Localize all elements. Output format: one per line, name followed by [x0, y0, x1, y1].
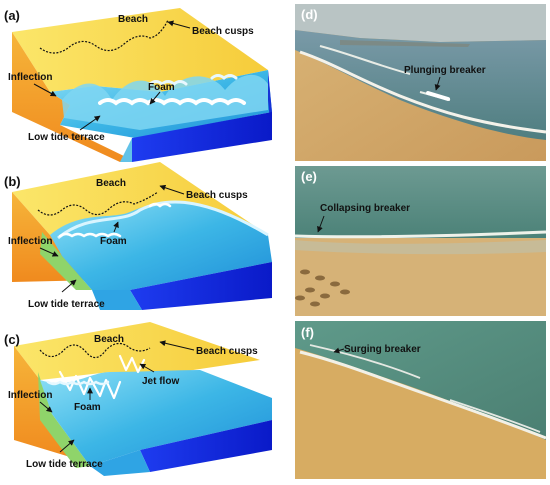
jet-flow-arrow: [139, 363, 155, 373]
beach-cusps-arrow: [167, 20, 191, 29]
plunging-breaker: [426, 91, 450, 101]
panel-b: (b) Beach Beach cusps Inflection Foam Lo…: [4, 162, 272, 310]
beach-cusps-label: Beach cusps: [196, 346, 258, 357]
panel-label: (f): [301, 325, 314, 340]
low-tide-terrace-label: Low tide terrace: [28, 132, 105, 143]
panel-a: (a) Beach Beach cusps Inflection Foam Lo…: [4, 8, 272, 162]
low-tide-terrace-label: Low tide terrace: [26, 459, 103, 470]
beach-side-face: [14, 346, 80, 460]
water-front-face: [132, 112, 272, 162]
inflection-arrow: [33, 83, 57, 97]
terrace-arrow: [59, 439, 75, 453]
wave-crest: [57, 200, 269, 240]
panel-d: (d) Plunging breaker: [295, 4, 547, 161]
panel-label: (b): [4, 174, 21, 189]
panel-label: (c): [4, 332, 20, 347]
panel-label: (d): [301, 7, 318, 22]
terrace-side: [120, 138, 132, 162]
beach-cusps-line: [39, 342, 151, 359]
foam-band: [46, 380, 110, 386]
foam-band: [58, 202, 172, 238]
beach-label: Beach: [96, 178, 126, 189]
inflection-label: Inflection: [8, 236, 52, 247]
water-lower-face: [90, 450, 150, 476]
beach-surface: [12, 8, 268, 92]
water-side-face: [140, 420, 272, 472]
beach-cusps-label: Beach cusps: [192, 26, 254, 37]
foam-arrow: [149, 91, 161, 105]
beach-label: Beach: [94, 334, 124, 345]
water-surface: [50, 202, 272, 290]
water-side-face: [130, 262, 272, 310]
breaker-foam: [299, 350, 547, 440]
panel-f: (f) Surging breaker: [295, 321, 547, 479]
terrace-arrow: [61, 279, 77, 293]
breaker-arrow: [434, 76, 441, 91]
swash-zone: [295, 240, 546, 255]
panel-label: (a): [4, 8, 20, 23]
beach-side-face: [12, 32, 132, 162]
foam-band: [98, 98, 246, 106]
inflection-arrow: [39, 247, 59, 257]
inflection-arrow: [39, 401, 53, 413]
breaker-foam-2: [309, 344, 541, 433]
low-tide-terrace-label: Low tide terrace: [28, 299, 105, 310]
inflection-label: Inflection: [8, 390, 52, 401]
sky: [295, 4, 546, 42]
terrace-strip: [40, 232, 92, 290]
beach-cusps-label: Beach cusps: [186, 190, 248, 201]
beach-label: Beach: [118, 14, 148, 25]
breaker-caption: Surging breaker: [344, 344, 421, 355]
foam-label: Foam: [148, 82, 175, 93]
beach-side-face: [12, 192, 100, 282]
terrace-arrow: [79, 115, 101, 131]
foam-label: Foam: [100, 236, 127, 247]
beach-cusps-arrow: [159, 340, 195, 351]
panel-c: (c) Beach Beach cusps Inflection Foam Je…: [4, 322, 272, 476]
sea: [295, 321, 546, 440]
breaker-foam: [299, 50, 547, 134]
jet-flow-label: Jet flow: [142, 376, 179, 387]
water-lower-face: [92, 290, 142, 310]
foam-arrow: [113, 221, 119, 233]
foam-band-2: [148, 74, 238, 86]
distant-town: [340, 40, 470, 47]
inflection-label: Inflection: [8, 72, 52, 83]
breaker-foam: [294, 230, 547, 239]
sea: [295, 166, 546, 238]
foam-label: Foam: [74, 402, 101, 413]
panel-e: (e) Collapsing breaker: [294, 166, 547, 316]
breaker-arrow: [333, 347, 345, 354]
beach-cusps-arrow: [159, 184, 185, 195]
beach-umbrellas: [295, 269, 350, 307]
panel-label: (e): [301, 169, 317, 184]
breaker-caption: Plunging breaker: [404, 65, 486, 76]
breaker-caption: Collapsing breaker: [320, 203, 410, 214]
breaker-arrow: [317, 215, 325, 233]
